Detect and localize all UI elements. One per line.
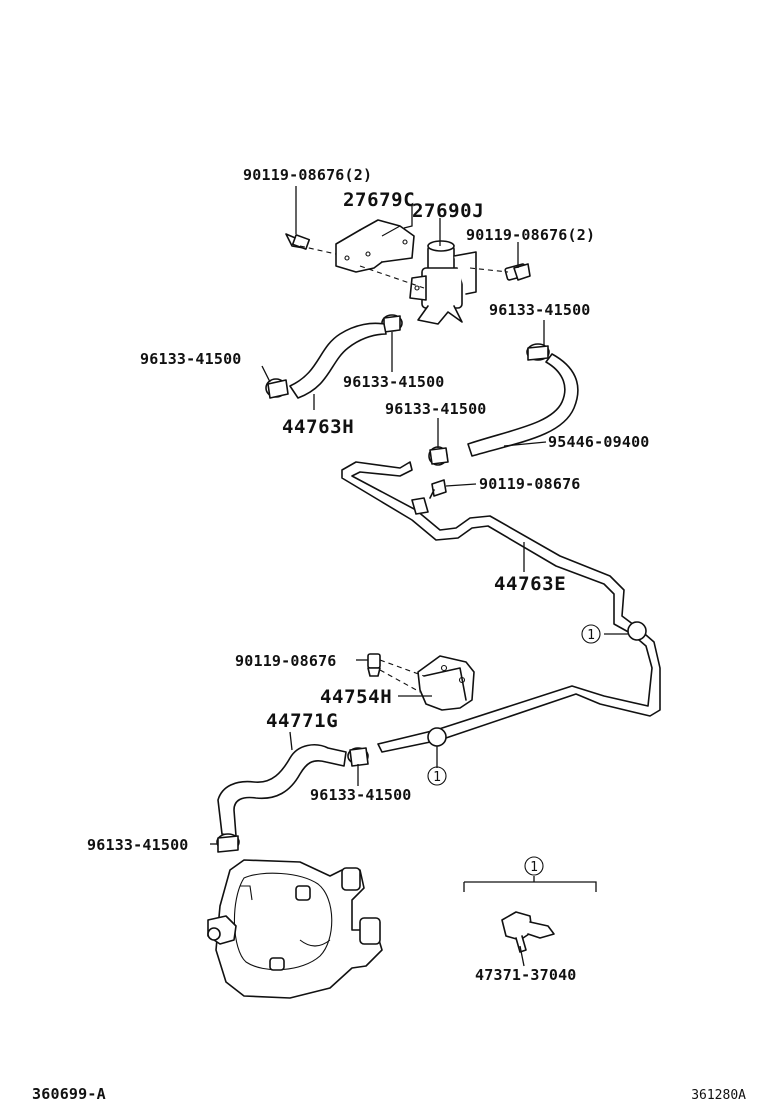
clip-right-top-icon xyxy=(526,343,550,361)
callout-1-c-text: 1 xyxy=(530,860,538,875)
label-bolt-top-left: 90119-08676(2) xyxy=(243,166,372,184)
label-clip-center: 96133-41500 xyxy=(343,373,445,391)
callout-1-b-text: 1 xyxy=(433,770,441,785)
callout-1-b: 1 xyxy=(427,766,447,786)
bracket-line xyxy=(464,881,597,892)
hose-44771g xyxy=(217,744,347,837)
clip-bottom-icon xyxy=(216,833,240,853)
clip-lower-icon xyxy=(347,747,369,767)
footer-right-code: 361280A xyxy=(691,1088,746,1103)
label-clip-lower: 96133-41500 xyxy=(310,786,412,804)
bolt-top-left-icon xyxy=(285,233,311,250)
label-hose-44763h: 44763H xyxy=(282,416,354,438)
sensor-47371-37040-icon xyxy=(501,911,555,953)
hose-95446-09400 xyxy=(467,353,579,457)
label-bolt-mid: 90119-08676 xyxy=(479,475,581,493)
air-pump-icon xyxy=(207,859,383,999)
bracket-44754h-icon xyxy=(417,655,475,711)
label-bracket-44754h: 44754H xyxy=(320,686,392,708)
label-clip-left: 96133-41500 xyxy=(140,350,242,368)
label-clip-mid: 96133-41500 xyxy=(385,400,487,418)
label-clip-bottom: 96133-41500 xyxy=(87,836,189,854)
callout-1-a-text: 1 xyxy=(587,628,595,643)
footer-left-code: 360699-A xyxy=(32,1085,106,1103)
label-valve-27690j: 27690J xyxy=(412,200,484,222)
bolt-mid-icon xyxy=(429,479,447,499)
label-clip-right-top: 96133-41500 xyxy=(489,301,591,319)
clip-mid-icon xyxy=(428,446,449,466)
pipe-44763e xyxy=(341,461,661,753)
label-bolt-top-right: 90119-08676(2) xyxy=(466,226,595,244)
label-bolt-lower: 90119-08676 xyxy=(235,652,337,670)
clip-left-icon xyxy=(265,378,289,399)
bolt-top-right-icon xyxy=(504,263,531,281)
label-hose-44771g: 44771G xyxy=(266,710,338,732)
bolt-lower-icon xyxy=(367,653,381,677)
callout-1-a: 1 xyxy=(581,624,601,644)
label-hose-95446: 95446-09400 xyxy=(548,433,650,451)
top-assembly xyxy=(285,219,531,325)
label-pipe-44763e: 44763E xyxy=(494,573,566,595)
label-bracket-27679c: 27679C xyxy=(343,189,415,211)
vsv-valve-27690j-icon xyxy=(409,240,477,325)
callout-1-c: 1 xyxy=(524,856,544,876)
label-sensor-47371: 47371-37040 xyxy=(475,966,577,984)
bracket-27679c-icon xyxy=(335,219,415,273)
leader-lines xyxy=(210,186,628,967)
hose-44763h xyxy=(289,322,387,399)
